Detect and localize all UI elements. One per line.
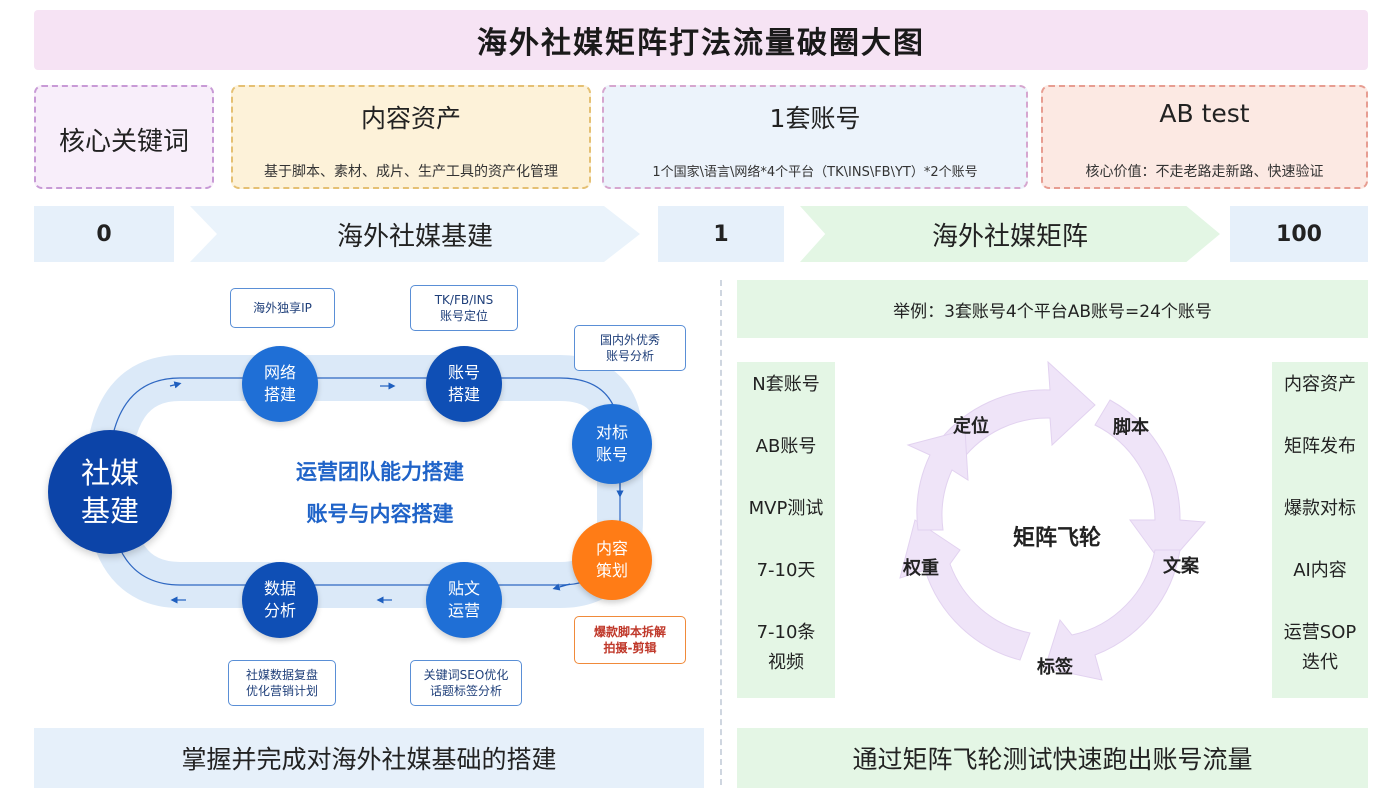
node-account-setup: 账号 搭建 [426, 346, 502, 422]
node-content-label: 内容 策划 [595, 539, 628, 580]
hub-social-infra: 社媒 基建 [48, 430, 172, 554]
stage-arrow-infrastructure: 海外社媒基建 [190, 206, 640, 262]
flywheel-arrow-1 [939, 360, 1096, 461]
card-keyword-title: 核心关键词 [58, 127, 189, 157]
tag-exclusive-ip-label: 海外独享IP [253, 301, 312, 315]
flywheel-arrow-4 [899, 519, 1031, 661]
right-item-viral-benchmark: 爆款对标 [1284, 498, 1356, 519]
tag-account-positioning-label: TK/FB/INS 账号定位 [434, 293, 494, 323]
bottom-left-text: 掌握并完成对海外社媒基础的搭建 [181, 745, 557, 774]
bottom-summary-left: 掌握并完成对海外社媒基础的搭建 [34, 728, 704, 788]
flywheel-arrow-2 [1094, 399, 1207, 569]
hub-label: 社媒 基建 [80, 456, 139, 528]
center-text-line1: 运营团队能力搭建 [296, 460, 464, 484]
card-account-subtitle: 1个国家\语言\网络*4个平台（TK\INS\FB\YT）*2个账号 [652, 165, 978, 180]
node-network-setup: 网络 搭建 [242, 346, 318, 422]
node-content-planning: 内容 策划 [572, 520, 652, 600]
node-benchmark-label: 对标 账号 [595, 423, 628, 464]
wheel-label-script: 脚本 [1113, 417, 1149, 438]
left-item-ab-accounts: AB账号 [755, 436, 817, 457]
stage-arrow-matrix: 海外社媒矩阵 [800, 206, 1220, 262]
section-divider [720, 280, 722, 785]
tag-data-review: 社媒数据复盘 优化营销计划 [228, 660, 336, 706]
example-text: 举例：3套账号4个平台AB账号=24个账号 [893, 301, 1212, 322]
card-abtest-title: AB test [1159, 99, 1250, 128]
right-item-content-assets: 内容资产 [1284, 374, 1356, 395]
page-title: 海外社媒矩阵打法流量破圈大图 [477, 26, 925, 61]
left-item-days: 7-10天 [756, 560, 816, 581]
node-data-analysis: 数据 分析 [242, 562, 318, 638]
stage-number-0: 0 [34, 206, 174, 262]
tag-seo-optimization: 关键词SEO优化 话题标签分析 [410, 660, 522, 706]
tag-script-breakdown-label: 爆款脚本拆解 拍摄-剪辑 [593, 625, 666, 655]
wheel-label-copywriting: 文案 [1163, 556, 1199, 577]
right-item-matrix-publish: 矩阵发布 [1284, 436, 1356, 457]
stage-number-100: 100 [1230, 206, 1368, 262]
tag-data-review-label: 社媒数据复盘 优化营销计划 [245, 668, 318, 698]
node-network-label: 网络 搭建 [263, 363, 296, 404]
card-account-set: 1套账号 1个国家\语言\网络*4个平台（TK\INS\FB\YT）*2个账号 [602, 85, 1028, 189]
example-bar: 举例：3套账号4个平台AB账号=24个账号 [737, 280, 1368, 338]
flywheel-arrow-5 [906, 429, 969, 531]
left-column: N套账号 AB账号 MVP测试 7-10天 7-10条 视频 [737, 362, 835, 698]
wheel-label-positioning: 定位 [953, 416, 989, 437]
node-data-label: 数据 分析 [263, 579, 296, 620]
tag-account-positioning: TK/FB/INS 账号定位 [410, 285, 518, 331]
bottom-right-text: 通过矩阵飞轮测试快速跑出账号流量 [852, 745, 1253, 774]
left-item-n-accounts: N套账号 [752, 374, 820, 395]
card-account-title: 1套账号 [769, 104, 861, 133]
center-text-line2: 账号与内容搭建 [306, 502, 454, 526]
card-abtest-subtitle: 核心价值：不走老路走新路、快速验证 [1085, 164, 1324, 180]
node-benchmark-account: 对标 账号 [572, 404, 652, 484]
tag-seo-optimization-label: 关键词SEO优化 话题标签分析 [423, 668, 509, 698]
right-item-sop: 运营SOP 迭代 [1283, 622, 1357, 673]
title-bar: 海外社媒矩阵打法流量破圈大图 [34, 10, 1368, 70]
left-item-mvp-test: MVP测试 [748, 498, 824, 519]
stage-number-1: 1 [658, 206, 784, 262]
card-ab-test: AB test 核心价值：不走老路走新路、快速验证 [1041, 85, 1368, 189]
card-core-keyword: 核心关键词 [34, 85, 214, 189]
right-column: 内容资产 矩阵发布 爆款对标 AI内容 运营SOP 迭代 [1272, 362, 1368, 698]
flywheel [899, 360, 1207, 681]
wheel-center-label: 矩阵飞轮 [1012, 526, 1101, 551]
node-account-label: 账号 搭建 [447, 363, 480, 404]
stage-infra-label: 海外社媒基建 [336, 221, 493, 252]
tag-script-breakdown: 爆款脚本拆解 拍摄-剪辑 [574, 616, 686, 664]
bottom-summary-right: 通过矩阵飞轮测试快速跑出账号流量 [737, 728, 1368, 788]
node-post-operation: 贴文 运营 [426, 562, 502, 638]
card-content-assets: 内容资产 基于脚本、素材、成片、生产工具的资产化管理 [231, 85, 591, 189]
wheel-label-weight: 权重 [903, 558, 939, 579]
tag-account-analysis: 国内外优秀 账号分析 [574, 325, 686, 371]
card-content-subtitle: 基于脚本、素材、成片、生产工具的资产化管理 [264, 164, 558, 180]
tag-exclusive-ip: 海外独享IP [230, 288, 335, 328]
right-item-ai-content: AI内容 [1293, 560, 1347, 581]
stage-matrix-label: 海外社媒矩阵 [931, 221, 1088, 252]
tag-account-analysis-label: 国内外优秀 账号分析 [599, 333, 660, 363]
flywheel-arrow-3 [1044, 549, 1181, 681]
card-content-title: 内容资产 [360, 104, 461, 133]
node-post-label: 贴文 运营 [447, 579, 480, 620]
wheel-label-tags: 标签 [1037, 657, 1073, 678]
left-item-videos: 7-10条 视频 [756, 622, 816, 673]
